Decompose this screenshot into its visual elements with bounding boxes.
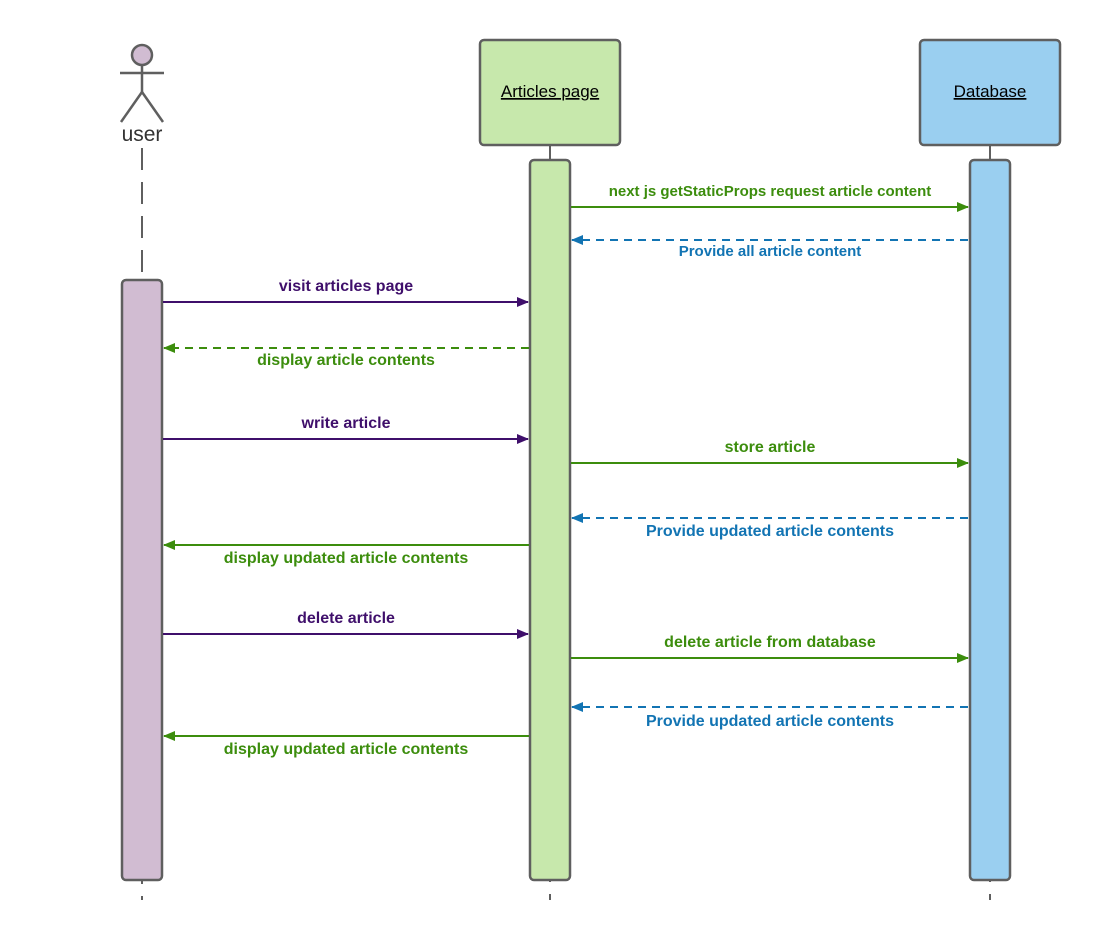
message-label: display updated article contents xyxy=(224,550,469,567)
user-activation-bar xyxy=(120,278,164,882)
message-label: write article xyxy=(301,415,391,432)
message-label: delete article from database xyxy=(664,634,876,651)
message-label: next js getStaticProps request article c… xyxy=(609,183,932,200)
message-label: display article contents xyxy=(257,352,435,369)
message-label: display updated article contents xyxy=(224,741,469,758)
message-label: Provide updated article contents xyxy=(646,523,894,540)
message-label: visit articles page xyxy=(279,278,413,295)
database-box[interactable] xyxy=(918,38,1062,147)
database-label: Database xyxy=(954,82,1027,101)
articles-page-label: Articles page xyxy=(501,82,599,101)
message-label: delete article xyxy=(297,610,395,627)
message-label: Provide all article content xyxy=(679,243,862,260)
articles-activation-bar xyxy=(528,158,572,882)
message-label: store article xyxy=(725,439,816,456)
articles-page-box[interactable] xyxy=(478,38,622,147)
stick-figure-icon xyxy=(119,43,165,123)
user-actor-label: user xyxy=(122,123,163,146)
message-label: Provide updated article contents xyxy=(646,713,894,730)
database-activation-bar xyxy=(968,158,1012,882)
